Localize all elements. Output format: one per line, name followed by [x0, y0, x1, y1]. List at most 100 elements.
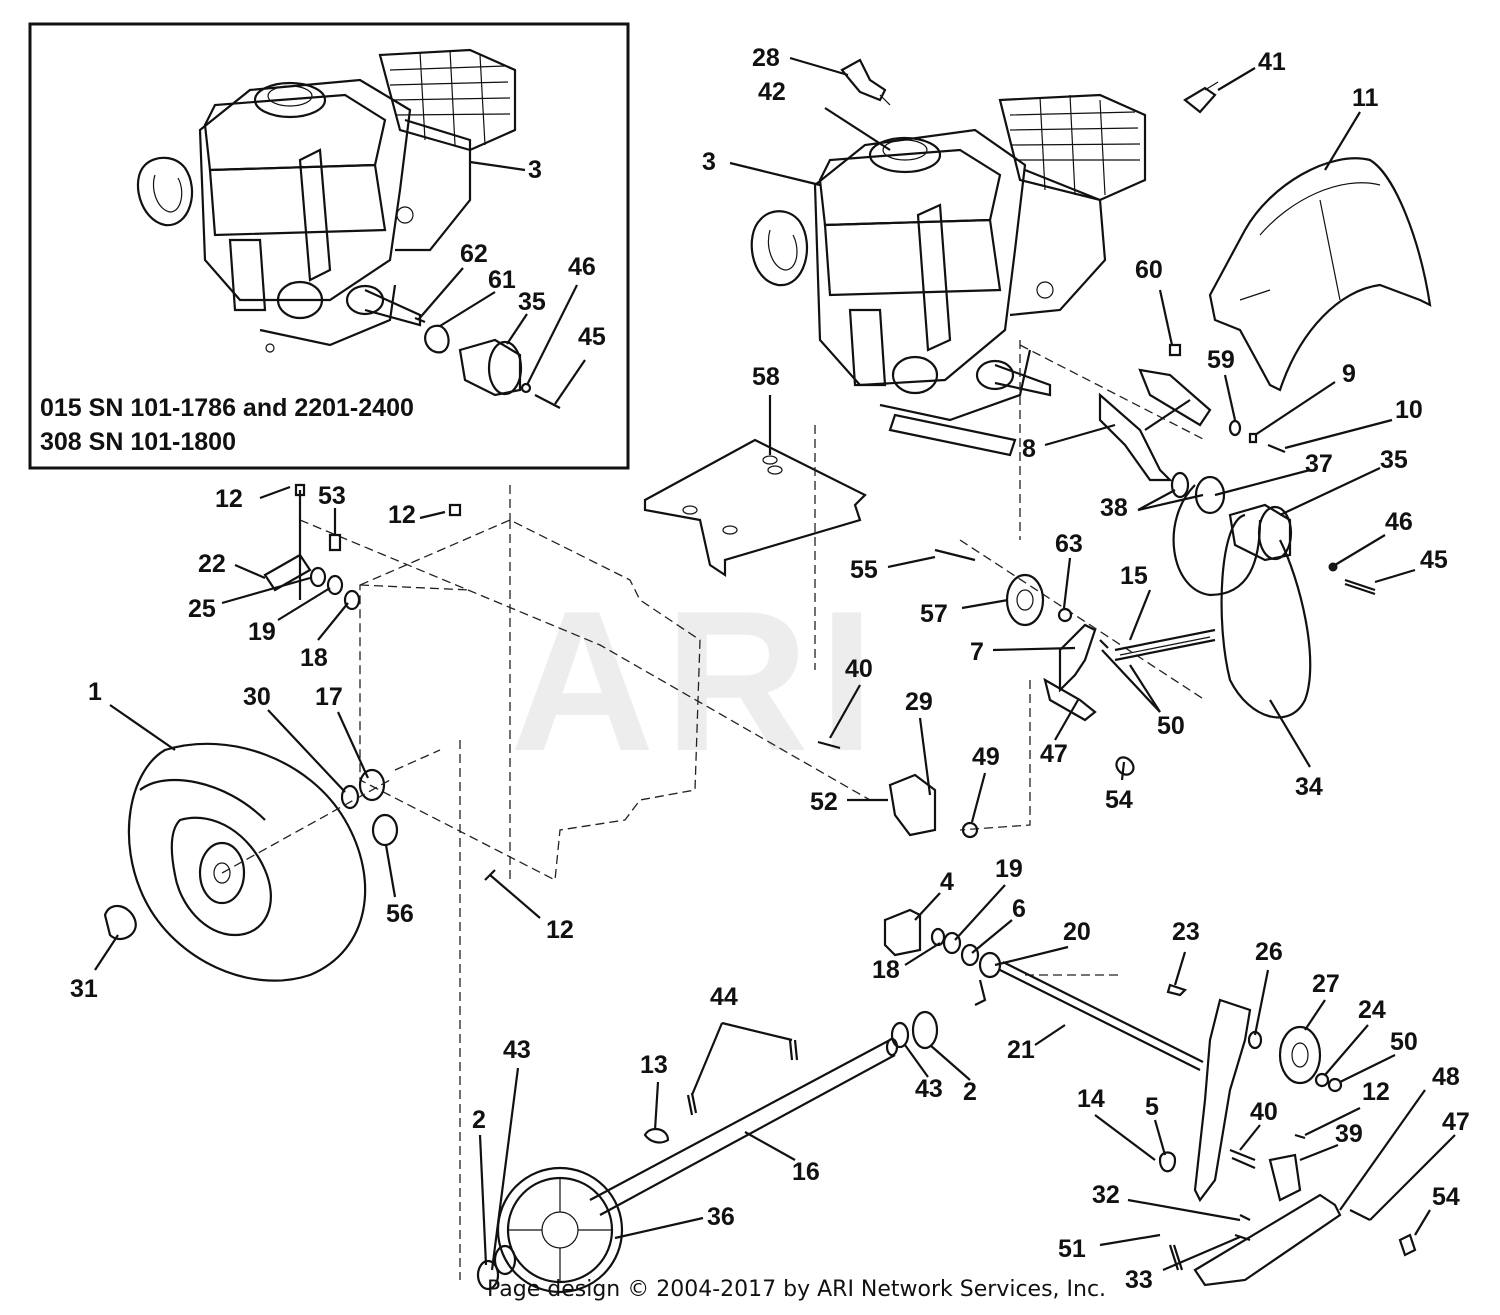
inset-frame: [28, 22, 630, 470]
callout-49: 49: [972, 743, 1000, 771]
callout-33: 33: [1125, 1266, 1153, 1294]
callout-55: 55: [850, 556, 878, 584]
callout-12-c: 12: [546, 916, 574, 944]
callout-54-b: 54: [1432, 1183, 1460, 1211]
callout-25: 25: [188, 595, 216, 623]
callout-47-b: 47: [1442, 1108, 1470, 1136]
callout-35-inset: 35: [518, 288, 546, 316]
callout-45-inset: 45: [578, 323, 606, 351]
part-28-knob: [840, 58, 891, 106]
callout-13: 13: [640, 1051, 668, 1079]
callout-40-b: 40: [1250, 1098, 1278, 1126]
gear-36: [496, 1166, 624, 1294]
callout-2-b: 2: [472, 1106, 486, 1134]
callout-12-a: 12: [215, 485, 243, 513]
callout-61: 61: [488, 266, 516, 294]
callout-35: 35: [1380, 446, 1408, 474]
callout-36: 36: [707, 1203, 735, 1231]
callout-28: 28: [752, 44, 780, 72]
callout-34: 34: [1295, 773, 1323, 801]
callout-20: 20: [1063, 918, 1091, 946]
callout-30: 30: [243, 683, 271, 711]
callout-40-a: 40: [845, 655, 873, 683]
frame-housing: [359, 485, 701, 1280]
callout-2-a: 2: [963, 1078, 977, 1106]
inset-engine: [136, 48, 517, 353]
callout-59: 59: [1207, 346, 1235, 374]
callout-8: 8: [1022, 435, 1036, 463]
callout-46-inset: 46: [568, 253, 596, 281]
callout-15: 15: [1120, 562, 1148, 590]
small-axle-parts: [476, 1010, 939, 1291]
callout-56: 56: [386, 900, 414, 928]
arm-assembly: [1158, 983, 1417, 1287]
callout-60: 60: [1135, 256, 1163, 284]
callout-18-a: 18: [300, 644, 328, 672]
callout-19-a: 19: [248, 618, 276, 646]
callout-26: 26: [1255, 938, 1283, 966]
plate-58: [643, 438, 867, 578]
callout-62: 62: [460, 240, 488, 268]
callout-43-b: 43: [915, 1075, 943, 1103]
belt-parts: [1172, 484, 1312, 719]
inset-leaders: [417, 160, 586, 405]
callout-16: 16: [792, 1158, 820, 1186]
callout-3-inset: 3: [528, 156, 542, 184]
callout-32: 32: [1092, 1181, 1120, 1209]
callout-53: 53: [318, 482, 346, 510]
callout-24: 24: [1358, 996, 1386, 1024]
shaft-21: [999, 961, 1204, 1071]
callout-38: 38: [1100, 494, 1128, 522]
callout-47-a: 47: [1040, 740, 1068, 768]
callout-43-a: 43: [503, 1036, 531, 1064]
callout-39: 39: [1335, 1120, 1363, 1148]
callout-6: 6: [1012, 895, 1026, 923]
callout-21: 21: [1007, 1036, 1035, 1064]
callout-29: 29: [905, 688, 933, 716]
callout-17: 17: [315, 683, 343, 711]
inset-pulley-parts: [414, 316, 561, 409]
part-41-switch: [1183, 81, 1219, 114]
callout-5: 5: [1145, 1093, 1159, 1121]
callout-14: 14: [1077, 1085, 1105, 1113]
callout-48: 48: [1432, 1063, 1460, 1091]
callout-7: 7: [970, 638, 984, 666]
callout-10: 10: [1395, 396, 1423, 424]
main-engine: [750, 93, 1147, 457]
inset-serial-line-1: 015 SN 101-1786 and 2201-2400: [40, 394, 414, 422]
callout-44: 44: [710, 983, 738, 1011]
callout-1: 1: [88, 678, 102, 706]
callout-27: 27: [1312, 970, 1340, 998]
callout-18-b: 18: [872, 956, 900, 984]
callout-12-b: 12: [388, 501, 416, 529]
part-11-belt-cover: [1208, 157, 1432, 392]
callout-41: 41: [1258, 48, 1286, 76]
callout-37: 37: [1305, 450, 1333, 478]
part-1-wheel: [103, 742, 399, 982]
small-hardware-upper: [1168, 343, 1376, 596]
callout-9: 9: [1342, 360, 1356, 388]
alignment-lines: [299, 340, 1206, 976]
callout-51: 51: [1058, 1235, 1086, 1263]
callout-50-b: 50: [1390, 1028, 1418, 1056]
callout-46: 46: [1385, 508, 1413, 536]
center-pulley-assembly: [817, 548, 1216, 839]
callout-labels: 3 62 61 35 46 45 28 42 3 41 11 60 59 9 1…: [70, 44, 1470, 1294]
callout-42: 42: [758, 78, 786, 106]
axle-16: [589, 1037, 899, 1216]
callout-45: 45: [1420, 546, 1448, 574]
callout-12-d: 12: [1362, 1078, 1390, 1106]
callout-19-b: 19: [995, 855, 1023, 883]
callout-23: 23: [1172, 918, 1200, 946]
lower-brackets: [484, 869, 1002, 1006]
callout-63: 63: [1055, 530, 1083, 558]
callout-50-a: 50: [1157, 712, 1185, 740]
inset-serial-line-2: 308 SN 101-1800: [40, 428, 236, 456]
callout-3: 3: [702, 148, 716, 176]
left-hardware: [263, 483, 462, 611]
callout-11: 11: [1352, 84, 1379, 112]
callout-4: 4: [940, 868, 954, 896]
callout-31: 31: [70, 975, 98, 1003]
